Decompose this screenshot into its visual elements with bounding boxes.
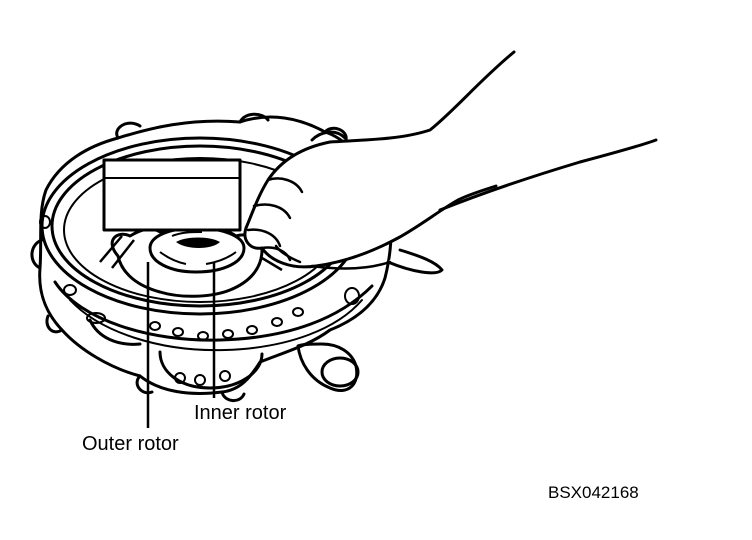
- housing-lower-band-2: [70, 300, 362, 350]
- straight-edge-block: [104, 160, 240, 230]
- housing-lower-band: [55, 282, 372, 340]
- housing-bolt-holes: [40, 216, 359, 385]
- feeler-gauge-blade: [276, 246, 390, 269]
- hand-outline: [245, 52, 514, 267]
- inner-rotor-label: Inner rotor: [194, 402, 287, 424]
- feeler-gauge-handle: [388, 140, 656, 273]
- outer-rotor-label: Outer rotor: [82, 433, 179, 455]
- housing-shaft-end: [322, 358, 358, 386]
- rotor-shading: [176, 237, 220, 248]
- housing-side-ports: [90, 132, 345, 344]
- rotor-support-arms: [100, 236, 290, 270]
- housing-bottom-boss: [160, 352, 262, 388]
- inner-rotor: [150, 228, 244, 272]
- callout-leaders: [148, 262, 214, 428]
- hand-fingers: [248, 179, 302, 261]
- hand-with-straight-edge: [104, 52, 656, 273]
- figure-code: BSX042168: [548, 483, 639, 502]
- inner-rotor-teeth: [160, 232, 236, 264]
- housing-flange-lobes: [32, 114, 346, 400]
